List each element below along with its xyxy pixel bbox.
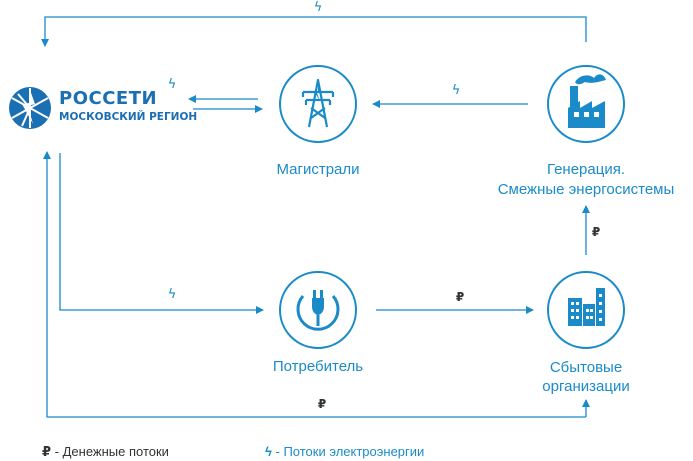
sales-node [547,271,625,349]
sales-label-line2: организации [542,378,630,395]
money-mark-consumer-sales: ₽ [456,290,464,304]
rosseti-logo-icon [9,87,51,129]
arrows-rosseti-magistrali [188,95,263,113]
legend-money-symbol: ₽ [42,444,52,459]
buildings-icon [568,288,605,326]
plug-icon [296,290,340,331]
money-mark-sales-rosseti: ₽ [318,397,326,411]
consumer-label: Потребитель [272,358,364,375]
generation-node [547,65,625,143]
generation-label-line2: Смежные энергосистемы [497,181,675,198]
legend-money: ₽ - Денежные потоки [42,444,169,460]
legend-energy: ϟ - Потоки электроэнергии [265,444,424,459]
legend-energy-text: - Потоки электроэнергии [275,444,425,459]
energy-mark-rosseti-magistrali: ϟ [168,77,177,92]
logo-name: РОССЕТИ [59,88,158,109]
arrow-generation-to-rosseti-top [41,16,587,47]
factory-icon [568,74,606,128]
energy-mark-generation-magistrali: ϟ [452,83,461,98]
energy-mark-top: ϟ [314,0,323,15]
logo-subtitle: МОСКОВСКИЙ РЕГИОН [59,111,198,123]
arrow-sales-to-rosseti-bottom [43,151,590,418]
legend-money-text: - Денежные потоки [54,444,169,459]
sales-label-line1: Сбытовые [549,359,623,376]
money-mark-sales-generation: ₽ [592,225,600,239]
consumer-node [279,271,357,349]
magistrali-label: Магистрали [276,161,360,178]
energy-mark-rosseti-consumer: ϟ [168,287,177,302]
generation-label-line1: Генерация. [546,161,626,178]
arrow-rosseti-to-consumer [59,153,264,314]
magistrali-node [279,65,357,143]
legend-energy-symbol: ϟ [265,444,272,459]
